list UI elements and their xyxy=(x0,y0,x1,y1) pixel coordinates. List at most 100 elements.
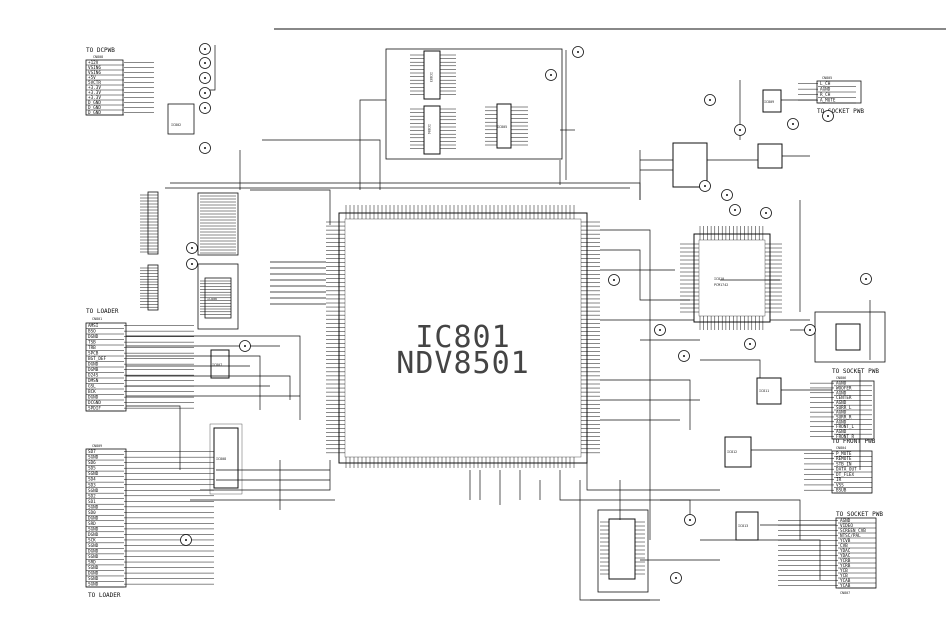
socket-top-pin: A_MUTE xyxy=(820,98,836,104)
loader-bottom-pin: SD3 xyxy=(88,482,96,488)
ic808-ref: IC808 xyxy=(216,457,226,461)
test-point-center xyxy=(809,329,811,331)
front-pin: P_MUTE xyxy=(836,451,852,457)
test-point-center xyxy=(613,279,615,281)
socket-bottom-pin: YCB xyxy=(840,573,848,579)
test-point-center xyxy=(709,99,711,101)
loader-top-pin: TSB xyxy=(88,340,96,346)
socket-middle-pin: AGND xyxy=(836,390,847,396)
loader-top-pin: DGMB xyxy=(88,367,99,373)
loader-bottom-pin: SD4 xyxy=(88,477,96,483)
test-point-center xyxy=(204,48,206,50)
socket-middle-pin: FRONT_R xyxy=(836,434,855,440)
loader-top-pin: DGND xyxy=(88,395,99,401)
socket-top-pin: L_CH xyxy=(820,81,831,87)
ic812-ref: IC812 xyxy=(727,450,737,454)
pcm-part: PCM1742 xyxy=(714,283,728,287)
signal-wire xyxy=(126,405,181,470)
loader-top-pin: DMSN xyxy=(88,378,99,384)
test-point-center xyxy=(550,74,552,76)
dcpwb-pin: VSIN6 xyxy=(88,70,101,76)
loader-top-pin: D24S xyxy=(88,373,99,379)
signal-wire xyxy=(250,189,331,225)
front-pin: DT_FLEX xyxy=(836,472,855,478)
socket-top-ref: CN805 xyxy=(822,76,832,80)
dcpwb-pin: D_GND xyxy=(88,105,101,111)
test-point-center xyxy=(749,343,751,345)
front-pin: VSS xyxy=(836,482,844,488)
socket-top-title: TO SOCKET PWB xyxy=(817,108,864,115)
front-title: TO FRONT PWB xyxy=(832,438,876,445)
test-point-center xyxy=(244,345,246,347)
ic804-ref: IC804 xyxy=(427,124,431,134)
loader-top-pin: BCK xyxy=(88,389,96,395)
signal-wire xyxy=(600,379,691,430)
loader-bottom-pin: SD1 xyxy=(88,499,96,505)
loader-top-pin: SPCB xyxy=(88,351,99,357)
socket-middle-pin: AGND xyxy=(836,410,847,416)
connector-front: TO FRONT PWB CN804 P_MUTEREMOTESTB_INDAT… xyxy=(804,438,876,494)
loader-bottom-pin: SGND xyxy=(88,554,99,560)
socket-bottom-pin: CVB xyxy=(840,543,848,549)
signal-wire xyxy=(126,375,291,400)
loader-top-pin: AMSI xyxy=(88,323,99,329)
socket-middle-pin: AGND xyxy=(836,400,847,406)
connector-socket-middle: TO SOCKET PWB CN806 AGNDWOOFERAGNDCENTER… xyxy=(724,368,879,468)
socket-middle-pin: WOOFER xyxy=(836,385,852,391)
socket-bottom-ref: CN807 xyxy=(840,591,850,595)
memory-block: IC803 IC804 IC805 xyxy=(385,48,563,160)
socket-middle-pin: AGND xyxy=(836,429,847,435)
signal-wire xyxy=(660,499,801,540)
dcpwb-pin: +3.3V xyxy=(88,95,101,101)
loader-bottom-pin: SGND xyxy=(88,504,99,510)
test-point-center xyxy=(659,329,661,331)
test-point-center xyxy=(683,355,685,357)
socket-top-pin: R_CH xyxy=(820,92,831,98)
ic813-ref: IC813 xyxy=(738,524,748,528)
socket-bottom-pin: YCRB xyxy=(840,563,851,569)
loader-bottom-pin: SD6 xyxy=(88,460,96,466)
front-pin: BSUB xyxy=(836,488,847,494)
signal-wire xyxy=(262,139,381,190)
dcpwb-ref: CN808 xyxy=(93,55,103,59)
loader-bottom-pin: SGND xyxy=(88,488,99,494)
dac-ic-block: IC810 PCM1742 xyxy=(672,142,886,363)
dcpwb-title: TO DCPWB xyxy=(86,47,115,54)
test-point-center xyxy=(185,539,187,541)
test-point-center xyxy=(204,62,206,64)
test-point-center xyxy=(191,263,193,265)
test-point-center xyxy=(191,247,193,249)
signal-wire xyxy=(600,249,690,301)
loader-bottom-pin: SCK xyxy=(88,537,96,543)
loader-bottom-pin: SGND xyxy=(88,565,99,571)
signal-wire xyxy=(126,355,261,410)
socket-middle-pin: CENTER xyxy=(836,395,852,401)
test-point-center xyxy=(865,278,867,280)
loader-top-pin: SPDIF xyxy=(88,406,101,412)
signal-wire xyxy=(559,470,691,520)
socket-bottom-pin: YDAC xyxy=(840,548,851,554)
socket-bottom-pin: SCREEN_CVB xyxy=(840,528,866,534)
front-ref: CN804 xyxy=(836,446,846,450)
socket-middle-pin: SURR_R xyxy=(836,414,852,420)
dcpwb-pin: +3.3V xyxy=(88,90,101,96)
test-point-center xyxy=(827,115,829,117)
signal-wire xyxy=(700,359,761,378)
test-point-center xyxy=(204,92,206,94)
loader-bottom-pin: SD2 xyxy=(88,493,96,499)
connector-loader-bottom: CN809 SD7SGNDSD6SD5SGNDSD4SD3SGNDSD2SD1S… xyxy=(85,423,243,599)
loader-top-pin: DCGND xyxy=(88,400,101,406)
test-point-center xyxy=(704,185,706,187)
loader-bottom-title: TO LOADER xyxy=(88,592,121,599)
signal-wire xyxy=(126,335,301,420)
socket-bottom-pin: YDAC xyxy=(840,553,851,559)
socket-bottom-pin: VIDEO xyxy=(840,523,853,529)
socket-bottom-pin: YCAB xyxy=(840,578,851,584)
test-point-center xyxy=(689,519,691,521)
ic807-ref: IC807 xyxy=(212,363,222,367)
signal-wire xyxy=(700,539,821,580)
loader-top-pin: TRB xyxy=(88,345,96,351)
loader-bottom-pin: SRD xyxy=(88,560,96,566)
